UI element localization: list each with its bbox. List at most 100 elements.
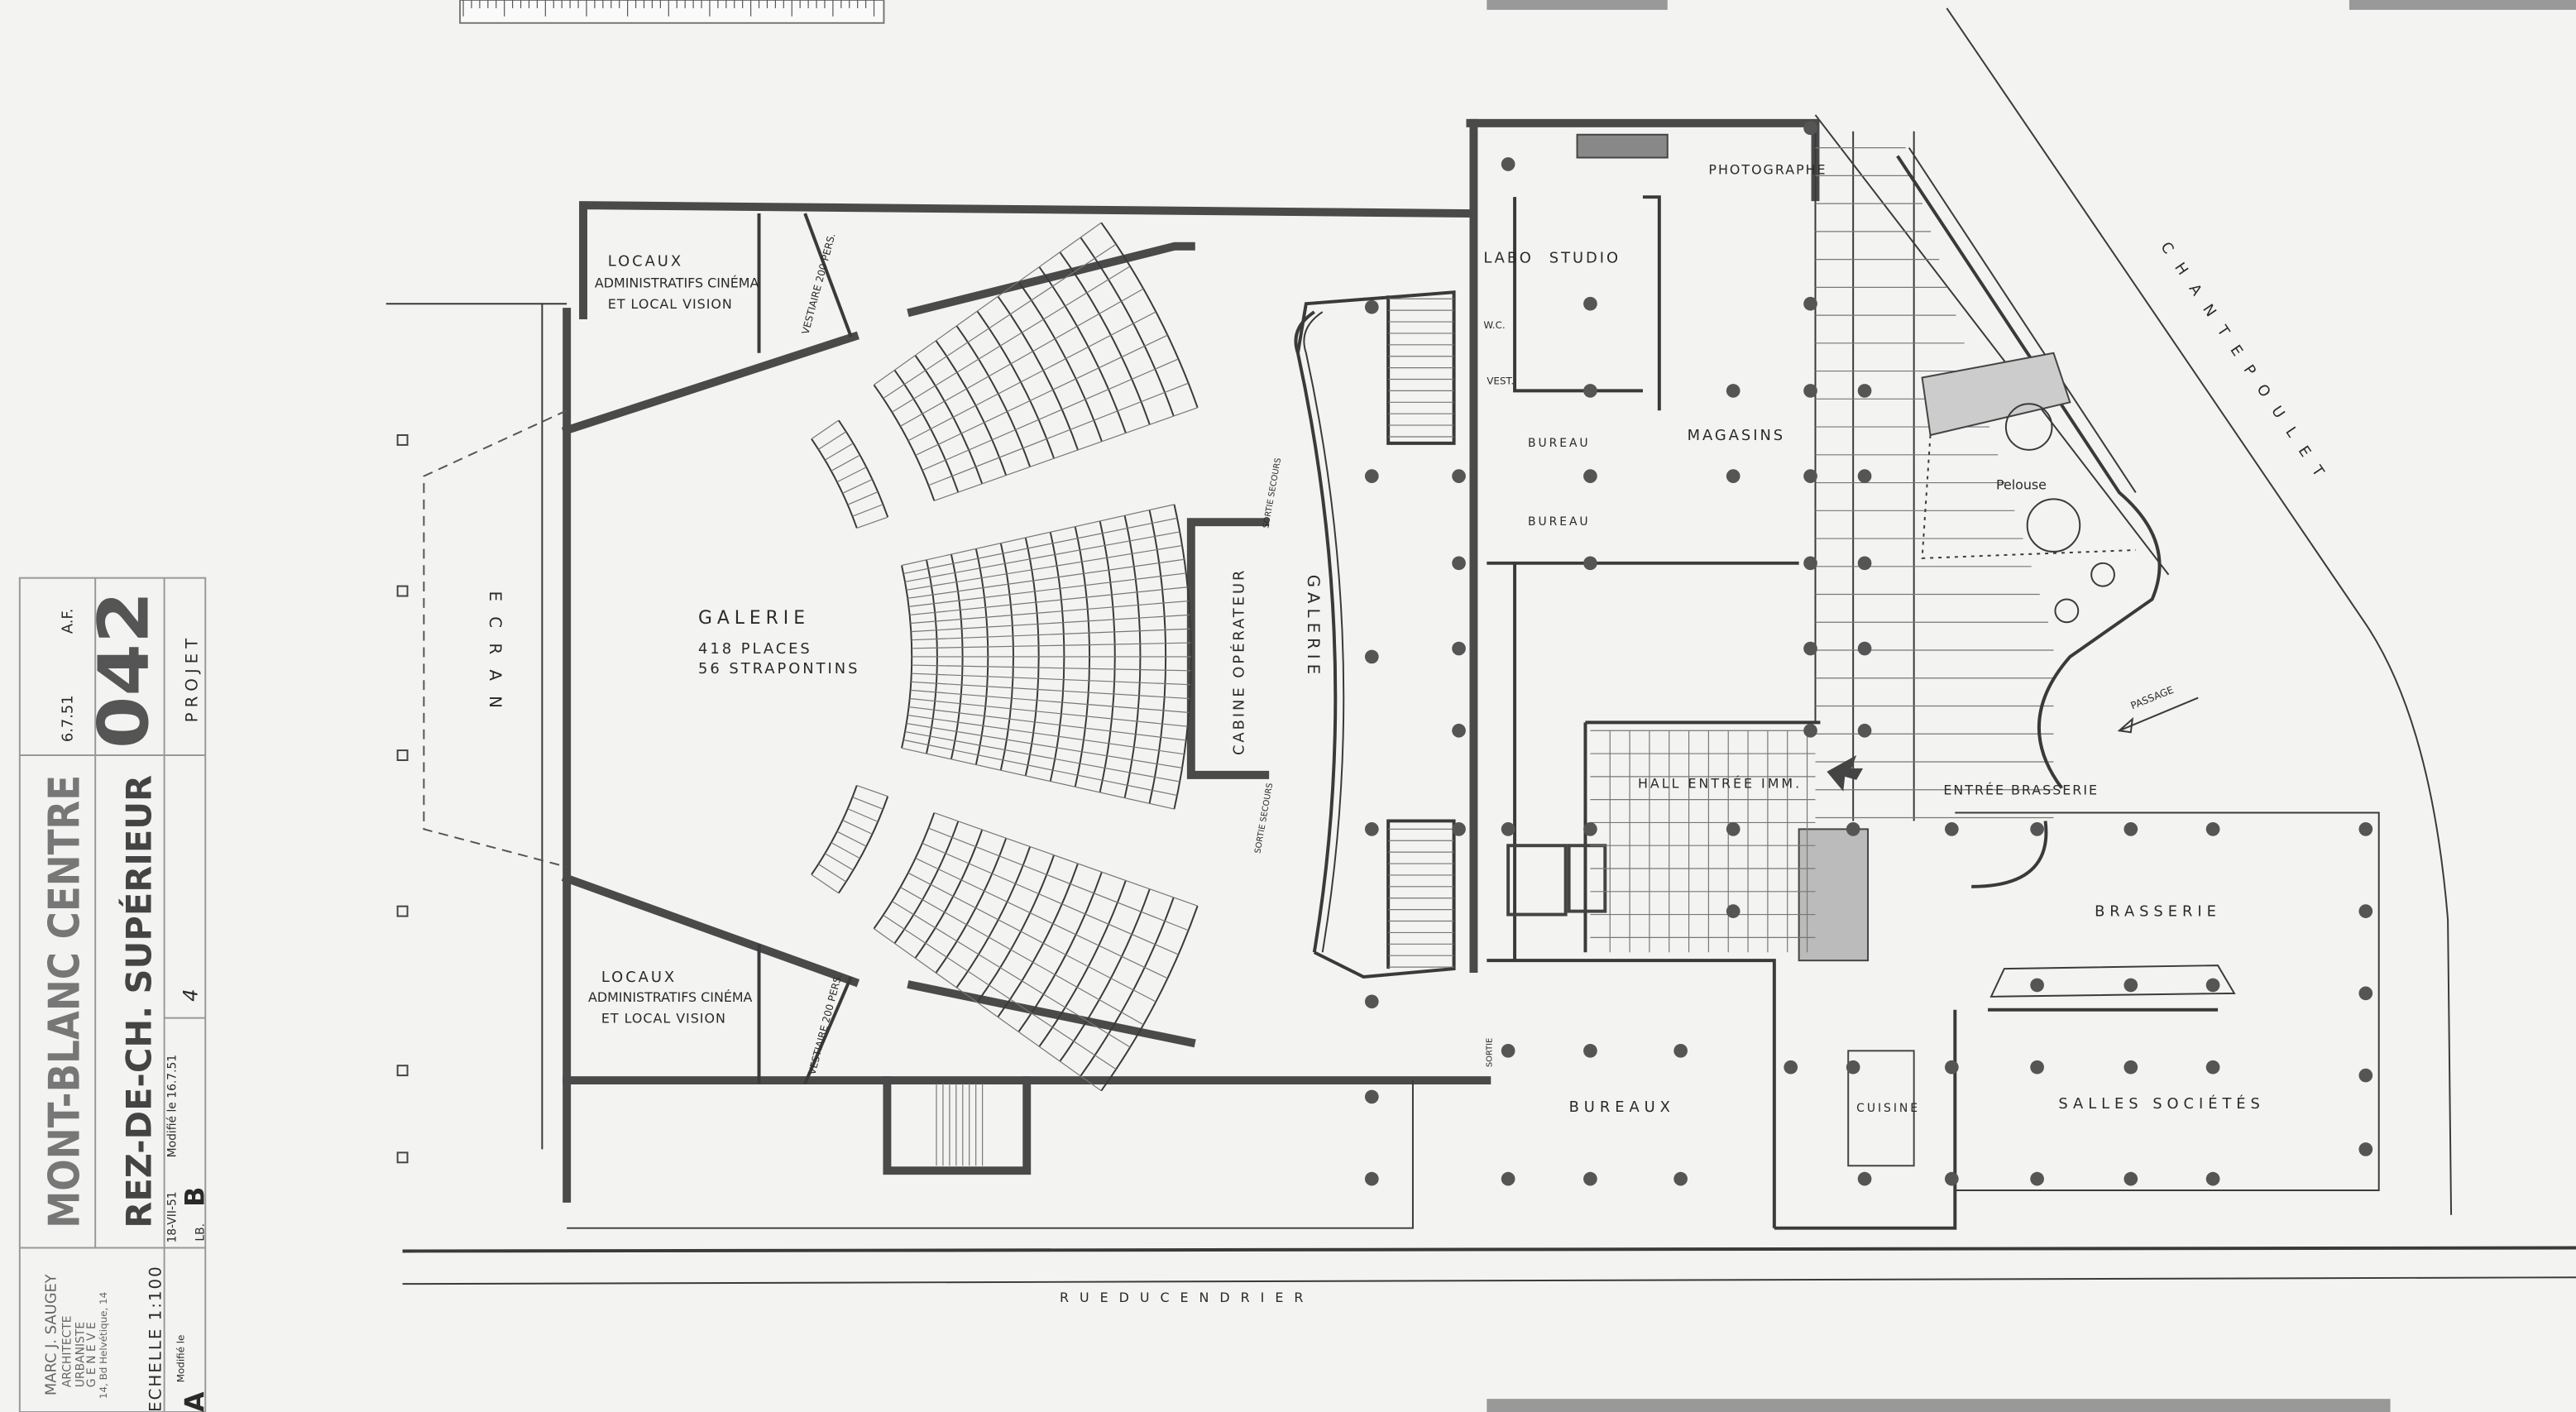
column	[1803, 384, 1817, 398]
seat-divider	[904, 730, 1180, 783]
label-galerie: GALERIE	[698, 608, 810, 629]
revision-letter: B	[180, 1187, 210, 1207]
seat-divider	[928, 382, 1189, 486]
paving-grid	[1590, 147, 2054, 953]
seat-divider	[906, 544, 1183, 591]
column	[2124, 978, 2138, 993]
seat-divider	[928, 827, 1189, 931]
seat-divider	[904, 531, 1180, 582]
pillar-marker	[396, 585, 409, 597]
column	[1726, 384, 1740, 398]
label-brasserie: BRASSERIE	[2095, 903, 2221, 921]
seat-divider	[934, 407, 1198, 501]
column	[1583, 822, 1597, 836]
label-wc: W.C.	[1483, 319, 1505, 331]
column	[1452, 822, 1466, 836]
column	[2205, 822, 2220, 836]
column	[1501, 1171, 1515, 1186]
seat-divider	[842, 478, 873, 494]
column	[1583, 1043, 1597, 1058]
label-locaux-bot-3: ET LOCAL VISION	[601, 1011, 726, 1027]
scale-label: ECHELLE 1:100	[146, 1265, 165, 1412]
street-chantepoulet: C H A N T E P O U L E T	[2157, 239, 2329, 484]
seat-divider	[909, 586, 1188, 616]
column	[1784, 1060, 1798, 1075]
seat-divider	[911, 681, 1190, 700]
column	[2358, 822, 2373, 836]
revision-signature: 4	[179, 989, 202, 1002]
column	[2358, 1068, 2373, 1083]
seat-divider	[836, 467, 867, 483]
label-magasins: MAGASINS	[1688, 427, 1786, 444]
column	[1583, 1171, 1597, 1186]
seat-divider	[874, 222, 1102, 385]
seat-divider	[892, 901, 1131, 1048]
label-locaux-bot-1: LOCAUX	[601, 969, 677, 986]
paper-edge-top	[1487, 0, 1668, 10]
seat-divider	[874, 928, 1102, 1092]
column	[1364, 649, 1379, 664]
pelouse-garden	[1896, 147, 2162, 789]
seat-divider	[811, 874, 840, 894]
pillar-marker	[396, 1065, 409, 1077]
architect-address: 14, Bd Helvétique, 14	[98, 1292, 109, 1399]
label-vest: VEST.	[1487, 375, 1514, 386]
label-locaux-top-2: ADMINISTRATIFS CINÉMA	[595, 275, 759, 290]
column	[2205, 1060, 2220, 1075]
street-rue-du-cendrier: R U E D U C E N D R I E R	[1060, 1290, 1306, 1305]
sheet-initials: A.F.	[59, 609, 76, 634]
label-sortie: SORTIE	[1485, 1038, 1494, 1067]
seat-divider	[883, 243, 1117, 400]
column	[1583, 384, 1597, 398]
sheet-date: 6.7.51	[59, 695, 76, 742]
column	[2205, 978, 2220, 993]
column	[1803, 296, 1817, 311]
column	[1857, 469, 1872, 483]
pillar-marker	[396, 434, 409, 446]
seat-divider	[922, 842, 1179, 955]
column	[1452, 641, 1466, 656]
seat-divider	[903, 739, 1178, 797]
label-galerie-curved: GALERIE	[1304, 575, 1323, 679]
seat-divider	[892, 266, 1131, 413]
status-label: PROJET	[182, 634, 201, 723]
seat-divider	[911, 614, 1190, 633]
seat-divider	[911, 628, 1191, 641]
label-bureaux: BUREAUX	[1569, 1098, 1675, 1116]
column	[1857, 723, 1872, 738]
project-title: MONT-BLANC CENTRE	[40, 775, 89, 1228]
column	[1803, 723, 1817, 738]
seat-divider	[856, 784, 888, 797]
seat-row	[901, 565, 913, 749]
revision-date: 18-VII-51	[165, 1191, 179, 1242]
seat-divider	[915, 334, 1168, 456]
label-bureau-2: BUREAU	[1528, 515, 1591, 529]
seat-divider	[915, 857, 1168, 979]
seat-divider	[818, 431, 847, 450]
column	[1944, 1060, 1959, 1075]
label-strapontins: 56 STRAPONTINS	[698, 660, 859, 677]
seat-divider	[842, 820, 873, 835]
column	[1944, 1171, 1959, 1186]
pillar-marker	[396, 905, 409, 917]
seat-divider	[831, 454, 860, 471]
seat-divider	[856, 516, 888, 529]
column	[2124, 1171, 2138, 1186]
column	[1857, 1171, 1872, 1186]
entry-arrow-icon	[1827, 755, 1864, 792]
label-pelouse: Pelouse	[1996, 476, 2047, 492]
scale-ruler	[459, 0, 885, 24]
column	[1803, 641, 1817, 656]
sheet-number: 042	[84, 591, 165, 749]
seat-row	[811, 785, 858, 875]
seat-divider	[811, 419, 840, 440]
seat-row	[811, 438, 858, 529]
label-passage: PASSAGE	[2129, 684, 2176, 711]
seat-divider	[907, 872, 1156, 1003]
column	[1583, 296, 1597, 311]
label-bureau-1: BUREAU	[1528, 437, 1591, 450]
column	[1501, 157, 1515, 171]
column	[1364, 1171, 1379, 1186]
seat-divider	[900, 887, 1144, 1026]
column	[2358, 986, 2373, 1001]
